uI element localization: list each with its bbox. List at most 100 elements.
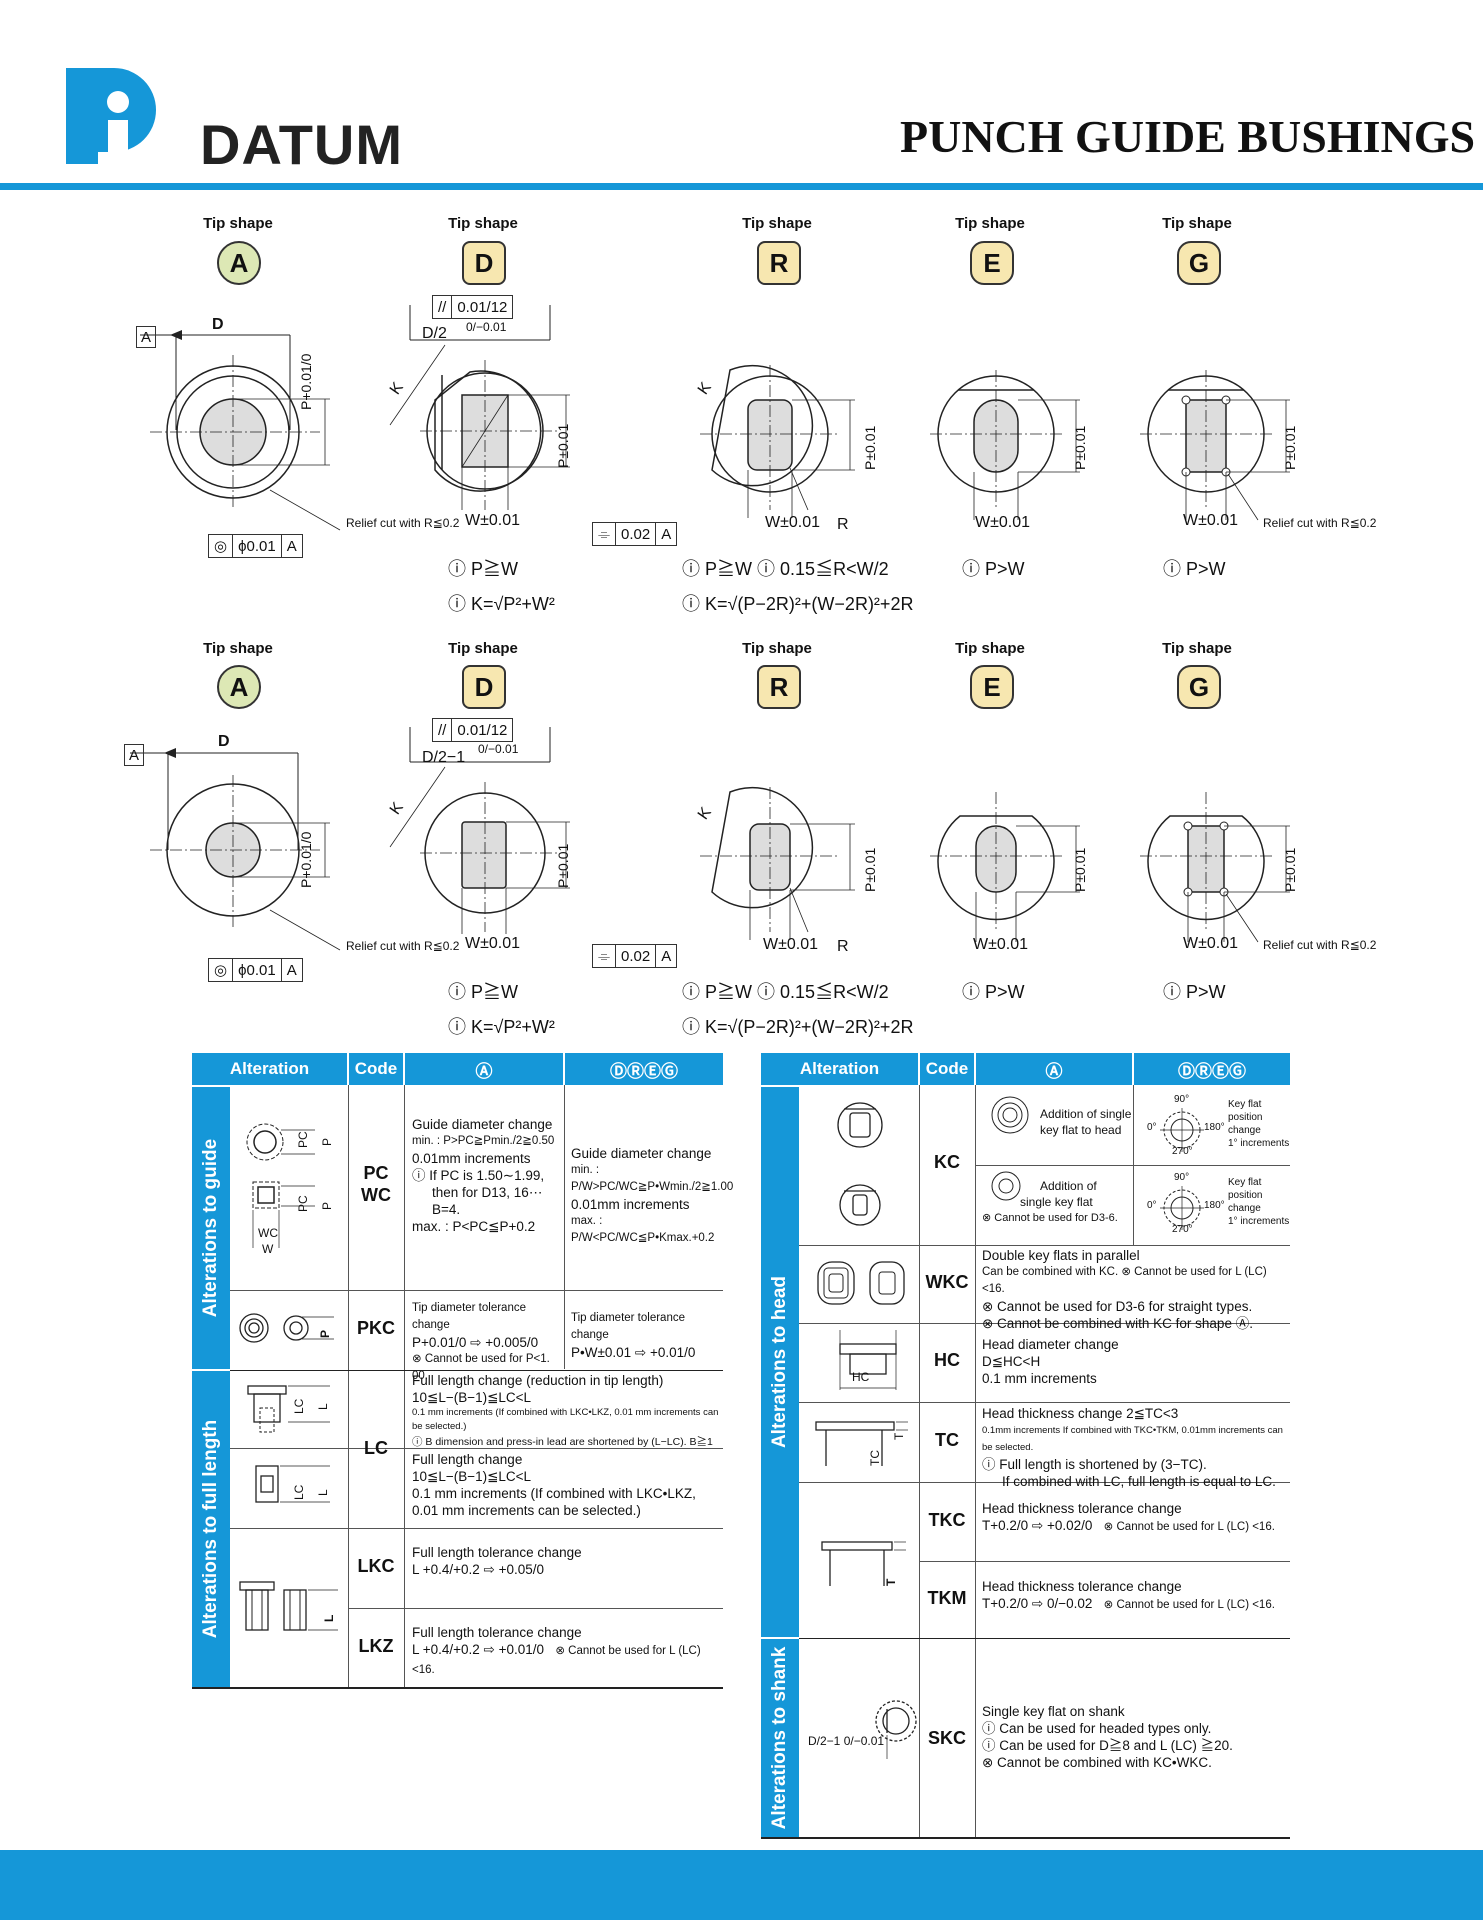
tip-shape-badge-r: R [757, 241, 801, 285]
fig-label-lc: LC [292, 1398, 306, 1414]
flatness-frame: ⌯ 0.02 A [592, 522, 678, 546]
dimension-d: D [218, 733, 230, 750]
code-pc-wc: PC WC [361, 1163, 391, 1205]
header-divider [0, 183, 1483, 190]
parallelism-icon: // [433, 296, 453, 318]
fig-label-lt: L [322, 1614, 336, 1622]
dimension-r: R [837, 938, 849, 955]
dimension-p: P+0.01/0 [298, 353, 314, 410]
shape-d-drawing [389, 305, 570, 510]
single-key-flat-icon [991, 1096, 1029, 1134]
formula-condition: ⓘ P≧W [448, 982, 519, 1002]
single-key-flat-icon [991, 1171, 1021, 1201]
code-pkc: PKC [356, 1318, 395, 1338]
code-skc: SKC [927, 1728, 966, 1748]
kc-figure [837, 1102, 883, 1226]
pkc-figure [239, 1313, 334, 1343]
dimension-p: P±0.01 [555, 843, 571, 888]
code-hc: HC [934, 1350, 960, 1370]
dimension-w: W±0.01 [763, 936, 819, 953]
fig-label-tc: TC [868, 1450, 882, 1466]
relief-cut-note: Relief cut with R≦0.2 [346, 939, 460, 953]
tip-shape-label: Tip shape [448, 640, 518, 657]
fig-label-wc: WC [258, 1226, 278, 1240]
code-lc: LC [364, 1438, 388, 1458]
code-lkc: LKC [357, 1556, 395, 1576]
fig-label-pc: PC [296, 1195, 310, 1212]
tc-figure [815, 1421, 908, 1466]
tkc-tkm-figure [821, 1541, 906, 1586]
formula-condition: ⓘ P>W [1163, 559, 1226, 579]
dimension-p: P±0.01 [555, 423, 571, 468]
lkz-description: Full length tolerance change L +0.4/+0.2… [412, 1625, 701, 1676]
formula-condition: ⓘ P≧W [448, 559, 519, 579]
wkc-figure [817, 1261, 905, 1305]
shape-d-drawing [389, 727, 570, 934]
formula-condition: ⓘ P>W [1163, 982, 1226, 1002]
shape-e-drawing [930, 792, 1080, 942]
dimension-d2: D/2−1 [422, 749, 466, 766]
tip-shape-badge-a: A [217, 241, 261, 285]
dimension-p: P±0.01 [862, 425, 878, 470]
lc-figure [247, 1385, 330, 1503]
code-tc: TC [935, 1430, 959, 1450]
column-header-a: Ⓐ [976, 1053, 1132, 1085]
side-label-shank: Alterations to shank [761, 1639, 799, 1837]
side-label-head: Alterations to head [761, 1087, 799, 1637]
formula-condition: ⓘ P>W [962, 559, 1025, 579]
brand-name: DATUM [200, 113, 404, 176]
dimension-r: R [837, 516, 849, 533]
side-label-full-length: Alterations to full length [192, 1371, 230, 1687]
dimension-d2: D/2 [422, 325, 447, 342]
tip-shape-label: Tip shape [1162, 640, 1232, 657]
relief-cut-note: Relief cut with R≦0.2 [1263, 516, 1377, 530]
shape-g-drawing [1140, 370, 1290, 521]
dimension-p: P±0.01 [1072, 847, 1088, 892]
tkm-description: Head thickness tolerance change T+0.2/0 … [982, 1579, 1275, 1611]
fig-label-t: T [892, 1432, 906, 1440]
shape-g-drawing [1140, 792, 1290, 943]
fig-label-pt: P [318, 1329, 332, 1338]
formula-k: ⓘ K=√P²+W² [448, 1017, 555, 1037]
column-header-dreg: ⒹⓇⒺⒼ [565, 1053, 723, 1085]
concentricity-icon: ◎ [209, 535, 234, 557]
tip-shape-label: Tip shape [955, 640, 1025, 657]
fig-label-l: L [316, 1489, 330, 1496]
tip-shape-label: Tip shape [1162, 215, 1232, 232]
formula-condition: ⓘ P≧W ⓘ 0.15≦R<W/2 [682, 982, 889, 1002]
key-flat-angle-icon [1160, 1108, 1204, 1152]
tip-shape-label: Tip shape [742, 215, 812, 232]
relief-cut-note: Relief cut with R≦0.2 [346, 516, 460, 530]
dimension-d2-tolerance: 0/−0.01 [466, 320, 507, 334]
code-tkm: TKM [927, 1588, 967, 1608]
fig-label-lc: LC [292, 1484, 306, 1500]
dimension-w: W±0.01 [975, 514, 1031, 531]
dimension-p: P±0.01 [1072, 425, 1088, 470]
code-tkc: TKC [928, 1510, 966, 1530]
dimension-p: P±0.01 [1282, 847, 1298, 892]
formula-k: ⓘ K=√P²+W² [448, 594, 555, 614]
column-header-code: Code [349, 1053, 403, 1085]
dimension-p: P±0.01 [1282, 425, 1298, 470]
concentricity-frame: ◎ ϕ0.01 A [208, 958, 303, 982]
code-kc: KC [934, 1152, 960, 1172]
column-header-dreg: ⒹⓇⒺⒼ [1134, 1053, 1290, 1085]
kc-dreg-description-1: Key flat position change 1° increments [1228, 1099, 1290, 1149]
code-wkc: WKC [925, 1272, 969, 1292]
tip-shape-badge-a: A [217, 665, 261, 709]
relief-cut-note: Relief cut with R≦0.2 [1263, 938, 1377, 952]
kc-dreg-description-2: Key flat position change 1° increments [1228, 1177, 1290, 1227]
hc-description: Head diameter change D≦HC<H 0.1 mm incre… [982, 1337, 1119, 1386]
pkc-a-description: Tip diameter tolerance change P+0.01/0 ⇨… [412, 1302, 550, 1382]
flatness-icon: ⌯ [593, 945, 617, 967]
formula-k: ⓘ K=√(P−2R)²+(W−2R)²+2R [682, 1017, 914, 1037]
datum-logo-icon [66, 68, 156, 164]
pcwc-a-description: Guide diameter change min. : P>PC≧Pmin./… [412, 1117, 555, 1234]
fig-label-pc: PC [296, 1131, 310, 1148]
shape-a-drawing [130, 748, 341, 951]
tip-shape-badge-g: G [1177, 241, 1221, 285]
tip-shape-label: Tip shape [955, 215, 1025, 232]
fig-label-hc: HC [852, 1370, 870, 1384]
formula-k: ⓘ K=√(P−2R)²+(W−2R)²+2R [682, 594, 914, 614]
kc-a-description-2: Addition of single key flat ⊗ Cannot be … [982, 1179, 1118, 1224]
